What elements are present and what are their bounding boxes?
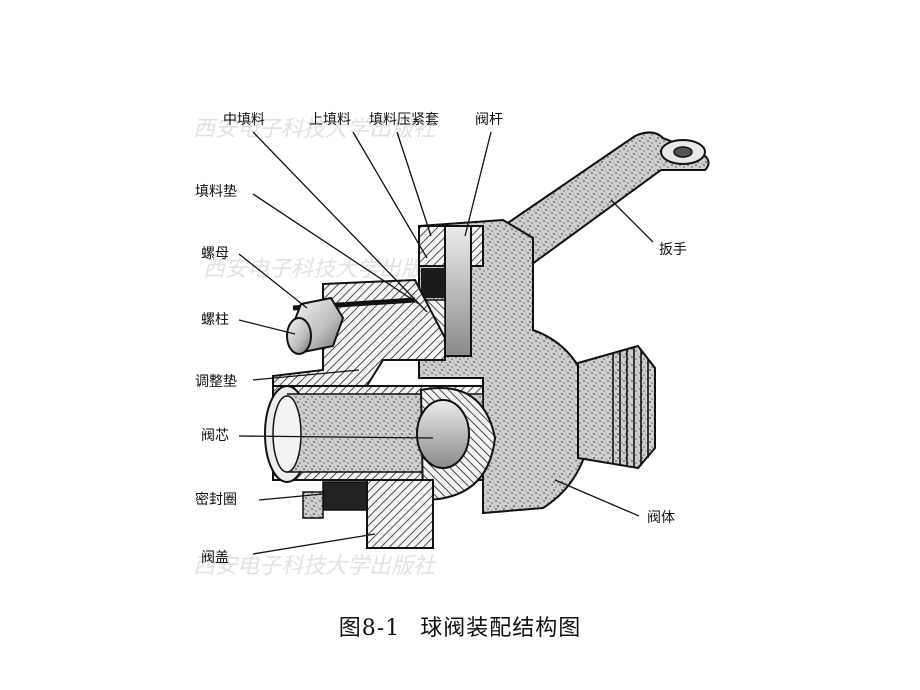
- label-mid-packing: 中填料: [223, 112, 265, 128]
- label-packing-gasket: 填料垫: [195, 184, 237, 200]
- caption-number: 图8-1: [338, 616, 401, 641]
- figure-caption: 图8-1 球阀装配结构图: [0, 610, 920, 642]
- bonnet-flange: [272, 278, 446, 409]
- leader-lines: [238, 131, 654, 555]
- label-body: 阀体: [647, 510, 675, 526]
- ball-valve-figure: 西安电子科技大学出版社 西安电子科技大学出版社 西安电子科技大学出版社: [183, 108, 737, 580]
- label-seal-ring: 密封圈: [195, 491, 237, 508]
- label-nut: 螺母: [201, 246, 229, 262]
- label-stem: 阀杆: [475, 112, 503, 128]
- svg-text:西安电子科技大学出版社: 西安电子科技大学出版社: [193, 117, 437, 142]
- part-labels: 中填料 上填料 填料压紧套 阀杆 填料垫 螺母 螺柱 扳手 调整垫 阀芯 密封圈…: [195, 112, 687, 566]
- label-ball: 阀芯: [201, 428, 229, 444]
- label-wrench: 扳手: [659, 242, 687, 258]
- wrench-handle: [481, 131, 710, 280]
- svg-text:西安电子科技大学出版社: 西安电子科技大学出版社: [203, 257, 447, 282]
- ball-core: [416, 387, 497, 502]
- seal-ring-bonnet: [302, 479, 434, 549]
- label-packing-gland: 填料压紧套: [369, 112, 439, 128]
- label-stud: 螺柱: [201, 312, 229, 328]
- label-bonnet: 阀盖: [201, 550, 229, 566]
- watermark: 西安电子科技大学出版社 西安电子科技大学出版社 西安电子科技大学出版社: [193, 117, 447, 579]
- svg-text:西安电子科技大学出版社: 西安电子科技大学出版社: [193, 554, 437, 579]
- label-upper-packing: 上填料: [309, 112, 351, 128]
- caption-title: 球阀装配结构图: [420, 616, 582, 641]
- label-adjust-gasket: 调整垫: [195, 374, 237, 390]
